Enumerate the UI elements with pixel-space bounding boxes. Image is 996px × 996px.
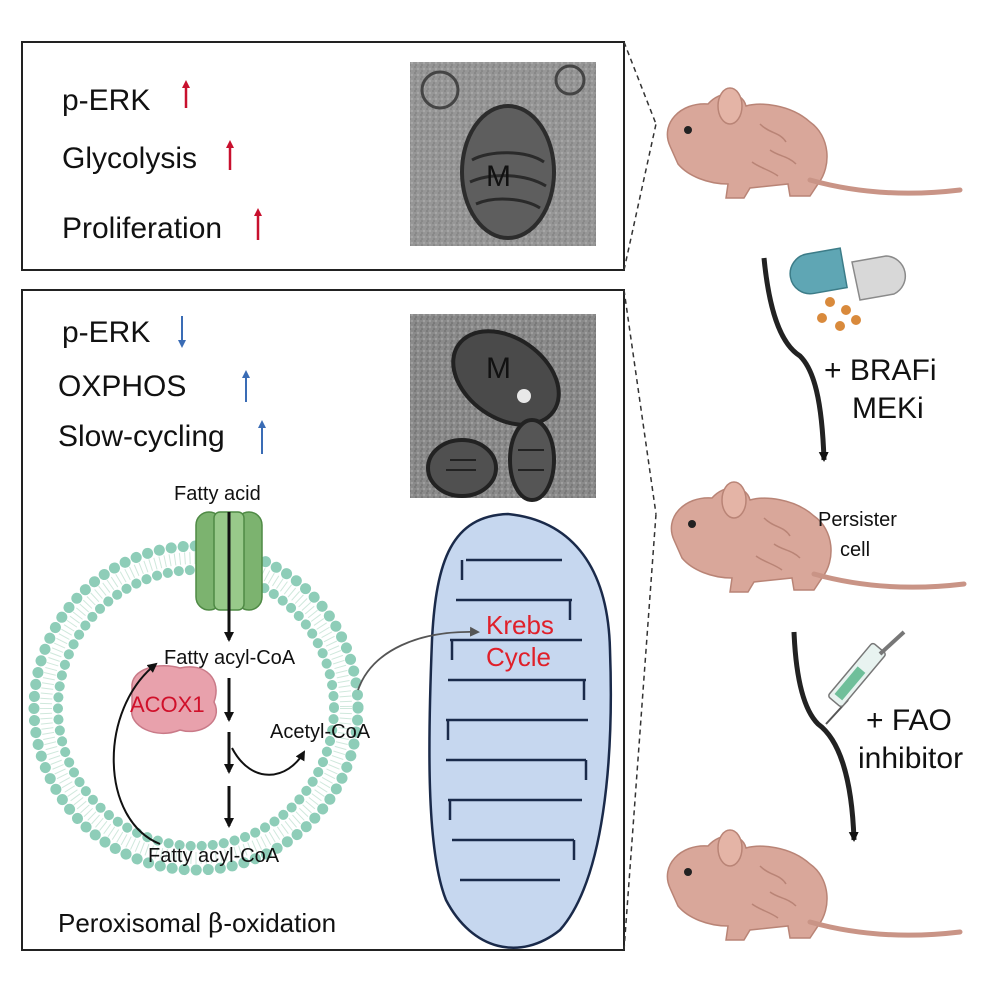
acox1-enzyme [131, 665, 217, 735]
top-marker-perk: p-ERK [62, 84, 150, 117]
pathway-krebs-line2: Cycle [486, 642, 551, 672]
pathway-fatty-acyl-coa-bottom: Fatty acyl-CoA [148, 845, 280, 867]
bottom-marker-perk: p-ERK [62, 316, 150, 349]
bottom-marker-slow-cycling: Slow-cycling [58, 420, 225, 453]
pathway-fatty-acid: Fatty acid [174, 483, 261, 505]
top-micrograph-label: M [486, 160, 511, 193]
treatment-1-line2: MEKi [852, 392, 924, 425]
persister-line2: cell [840, 539, 870, 561]
top-micrograph [410, 62, 596, 246]
persister-line1: Persister [818, 509, 897, 531]
top-connector-lower [623, 123, 657, 271]
bottom-connector-lower [623, 513, 657, 951]
treatment-2-line2: inhibitor [858, 742, 963, 775]
mouse-persister [671, 482, 964, 592]
peroxisomal-caption: Peroxisomal β-oxidation [58, 908, 336, 939]
bottom-micrograph-label: M [486, 352, 511, 385]
pathway-acetyl-coa: Acetyl-CoA [270, 721, 371, 743]
treatment-2-line1: + FAO [866, 704, 952, 737]
treatment-arrow-2 [791, 631, 859, 842]
treatment-arrow-1 [761, 257, 829, 462]
top-marker-glycolysis: Glycolysis [62, 142, 197, 175]
mouse-fao-treated [667, 830, 960, 940]
acetyl-coa-to-krebs-arrow [357, 626, 480, 691]
recycle-loop-arrow [112, 662, 161, 845]
mitochondrion [428, 512, 613, 949]
treatment-1-line1: + BRAFi [824, 354, 937, 387]
pathway-acox1: ACOX1 [130, 692, 205, 717]
syringe-icon [825, 630, 906, 725]
drug-capsule-icon [789, 247, 907, 331]
mouse-untreated [667, 88, 960, 198]
top-marker-proliferation: Proliferation [62, 212, 222, 245]
top-connector-upper [623, 41, 657, 125]
bottom-connector-upper [623, 289, 657, 515]
bottom-marker-oxphos: OXPHOS [58, 370, 186, 403]
bottom-micrograph [410, 314, 596, 502]
pathway-fatty-acyl-coa-top: Fatty acyl-CoA [164, 647, 296, 669]
pathway-krebs-line1: Krebs [486, 610, 554, 640]
acetyl-coa-release-arrow [231, 747, 305, 776]
